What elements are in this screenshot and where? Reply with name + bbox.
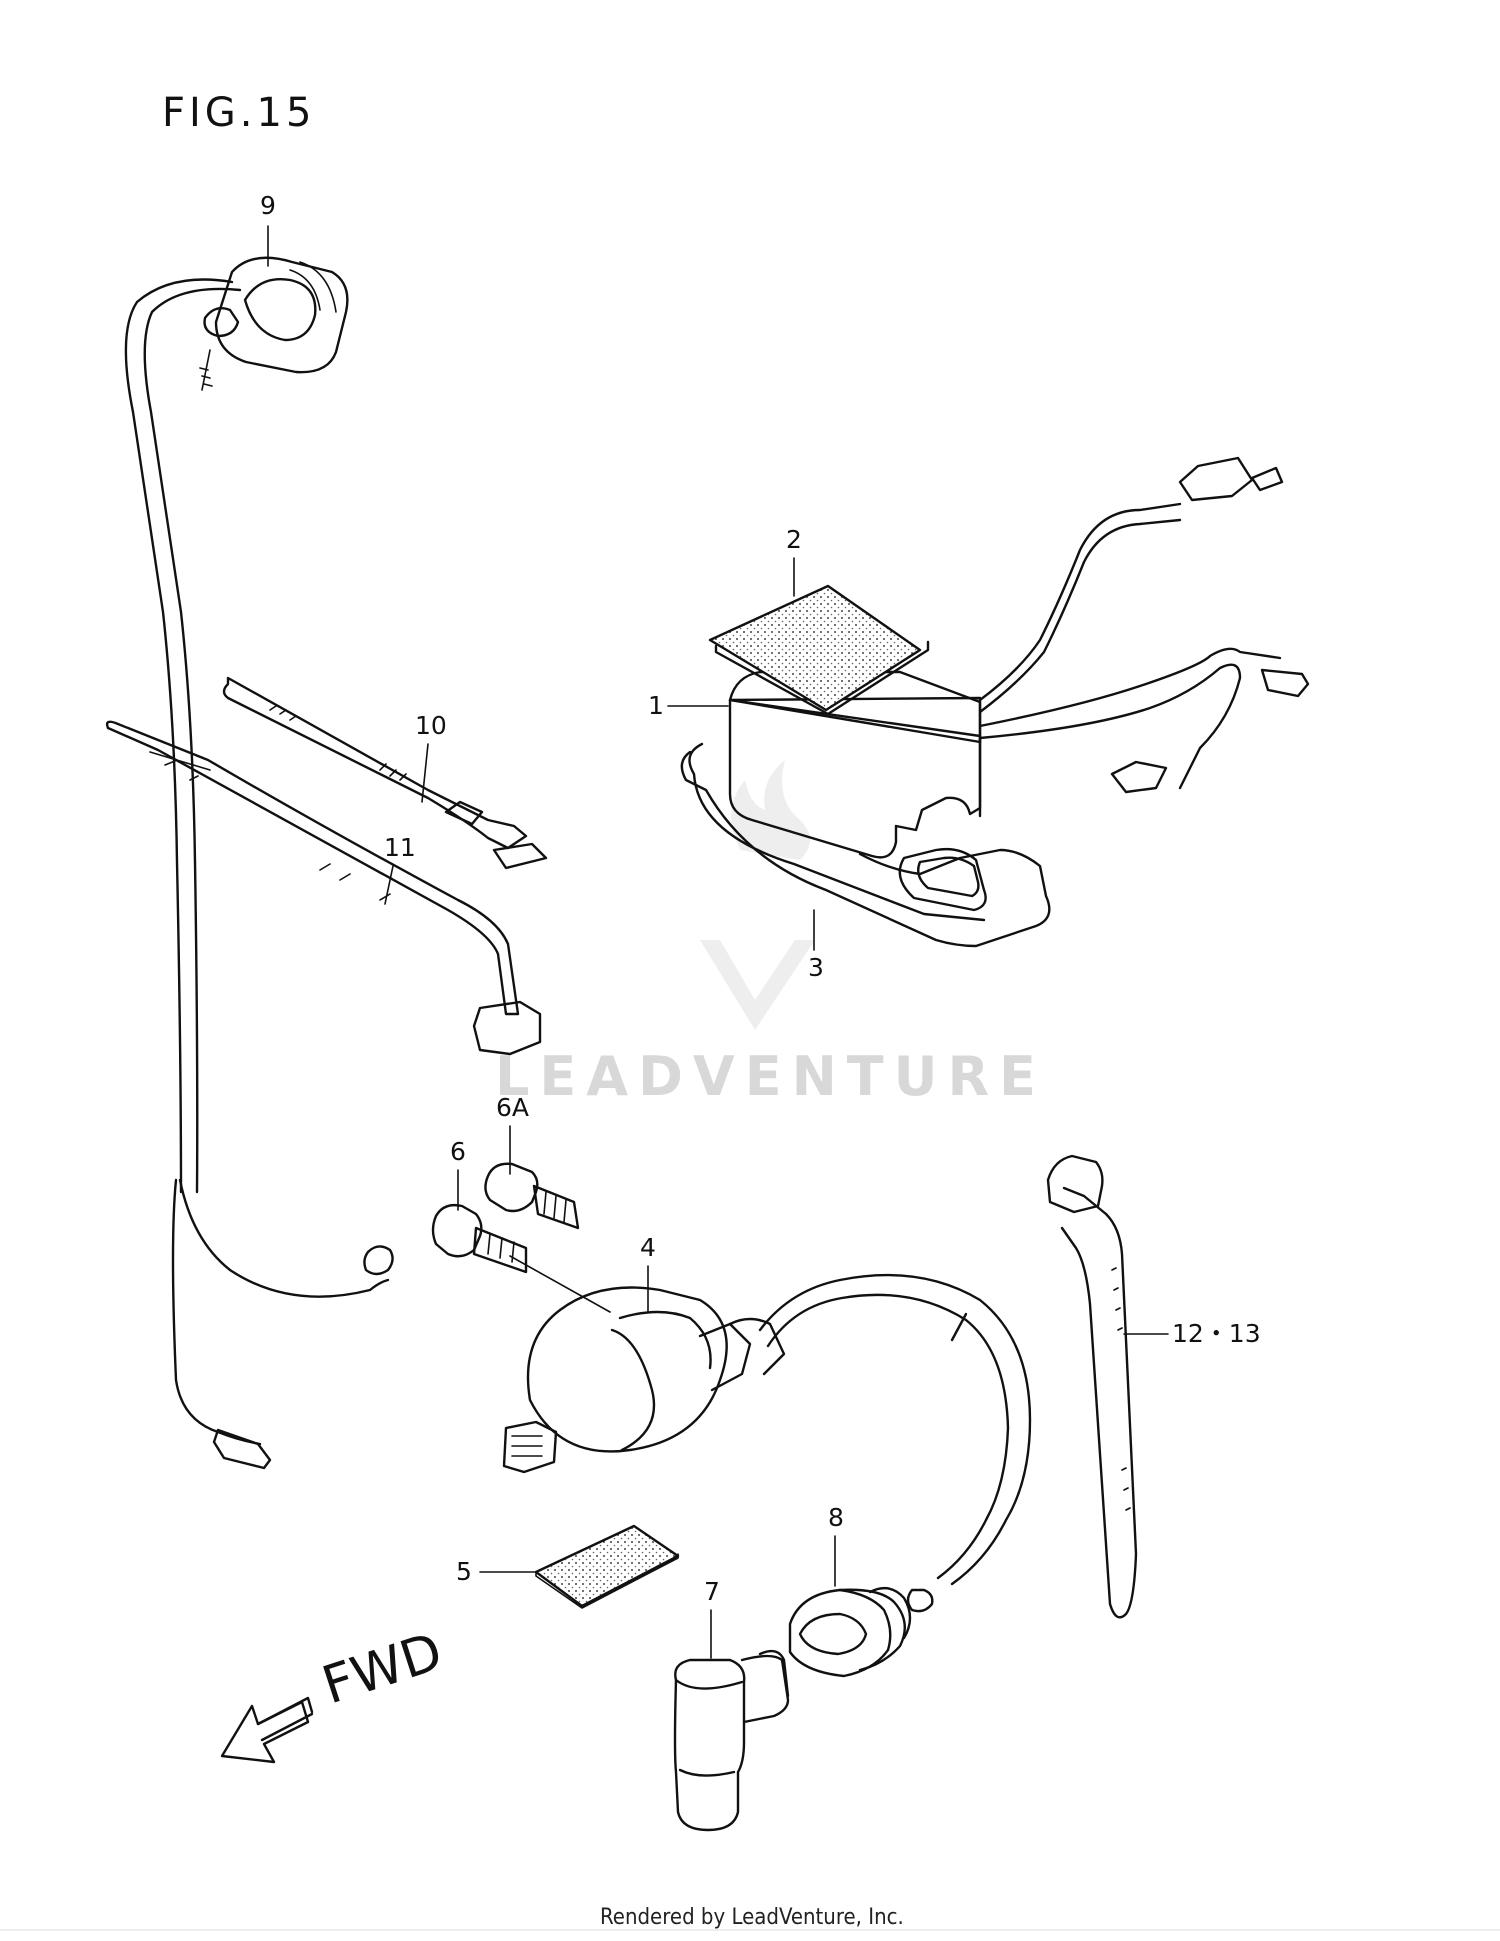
figure-title: FIG.15	[162, 90, 315, 136]
watermark-logo	[700, 760, 815, 1030]
footer-credit: Rendered by LeadVenture, Inc.	[600, 1905, 904, 1930]
grommet-part-8	[788, 1586, 912, 1678]
cable-tie-part-12-13	[1046, 1154, 1138, 1619]
leader-line-6-to-4	[509, 1255, 611, 1313]
callout-6a: 6A	[496, 1093, 529, 1122]
callout-12-13: 12・13	[1172, 1319, 1261, 1348]
cdi-band-part-3	[680, 742, 1051, 948]
clamp-band-part-10	[222, 676, 548, 870]
bolt-part-6a	[484, 1162, 580, 1230]
ignition-coil-part-4	[502, 1273, 1032, 1613]
cdi-pad-part-2	[708, 584, 930, 716]
forward-direction-arrow	[220, 1696, 314, 1764]
coil-pad-part-5	[534, 1524, 680, 1609]
cdi-unit-part-1	[728, 456, 1310, 859]
callout-5: 5	[456, 1557, 472, 1586]
bolt-part-6	[431, 1203, 528, 1274]
callout-10: 10	[415, 711, 447, 740]
callout-8: 8	[828, 1503, 844, 1532]
callout-3: 3	[808, 953, 824, 982]
callout-11: 11	[384, 833, 416, 862]
callout-2: 2	[786, 525, 802, 554]
spark-plug-cap-part-7	[673, 1649, 790, 1832]
pulser-coil-part-9	[124, 256, 394, 1470]
callout-7: 7	[704, 1577, 720, 1606]
leader-line-11	[384, 865, 394, 905]
callout-1: 1	[648, 691, 664, 720]
callout-6: 6	[450, 1137, 466, 1166]
clamp-band-part-11	[105, 720, 542, 1056]
callout-4: 4	[640, 1233, 656, 1262]
watermark-text: LEADVENTURE	[495, 1045, 1046, 1108]
callout-9: 9	[260, 191, 276, 220]
leader-line-10	[421, 743, 429, 803]
fwd-label: FWD	[315, 1622, 449, 1717]
